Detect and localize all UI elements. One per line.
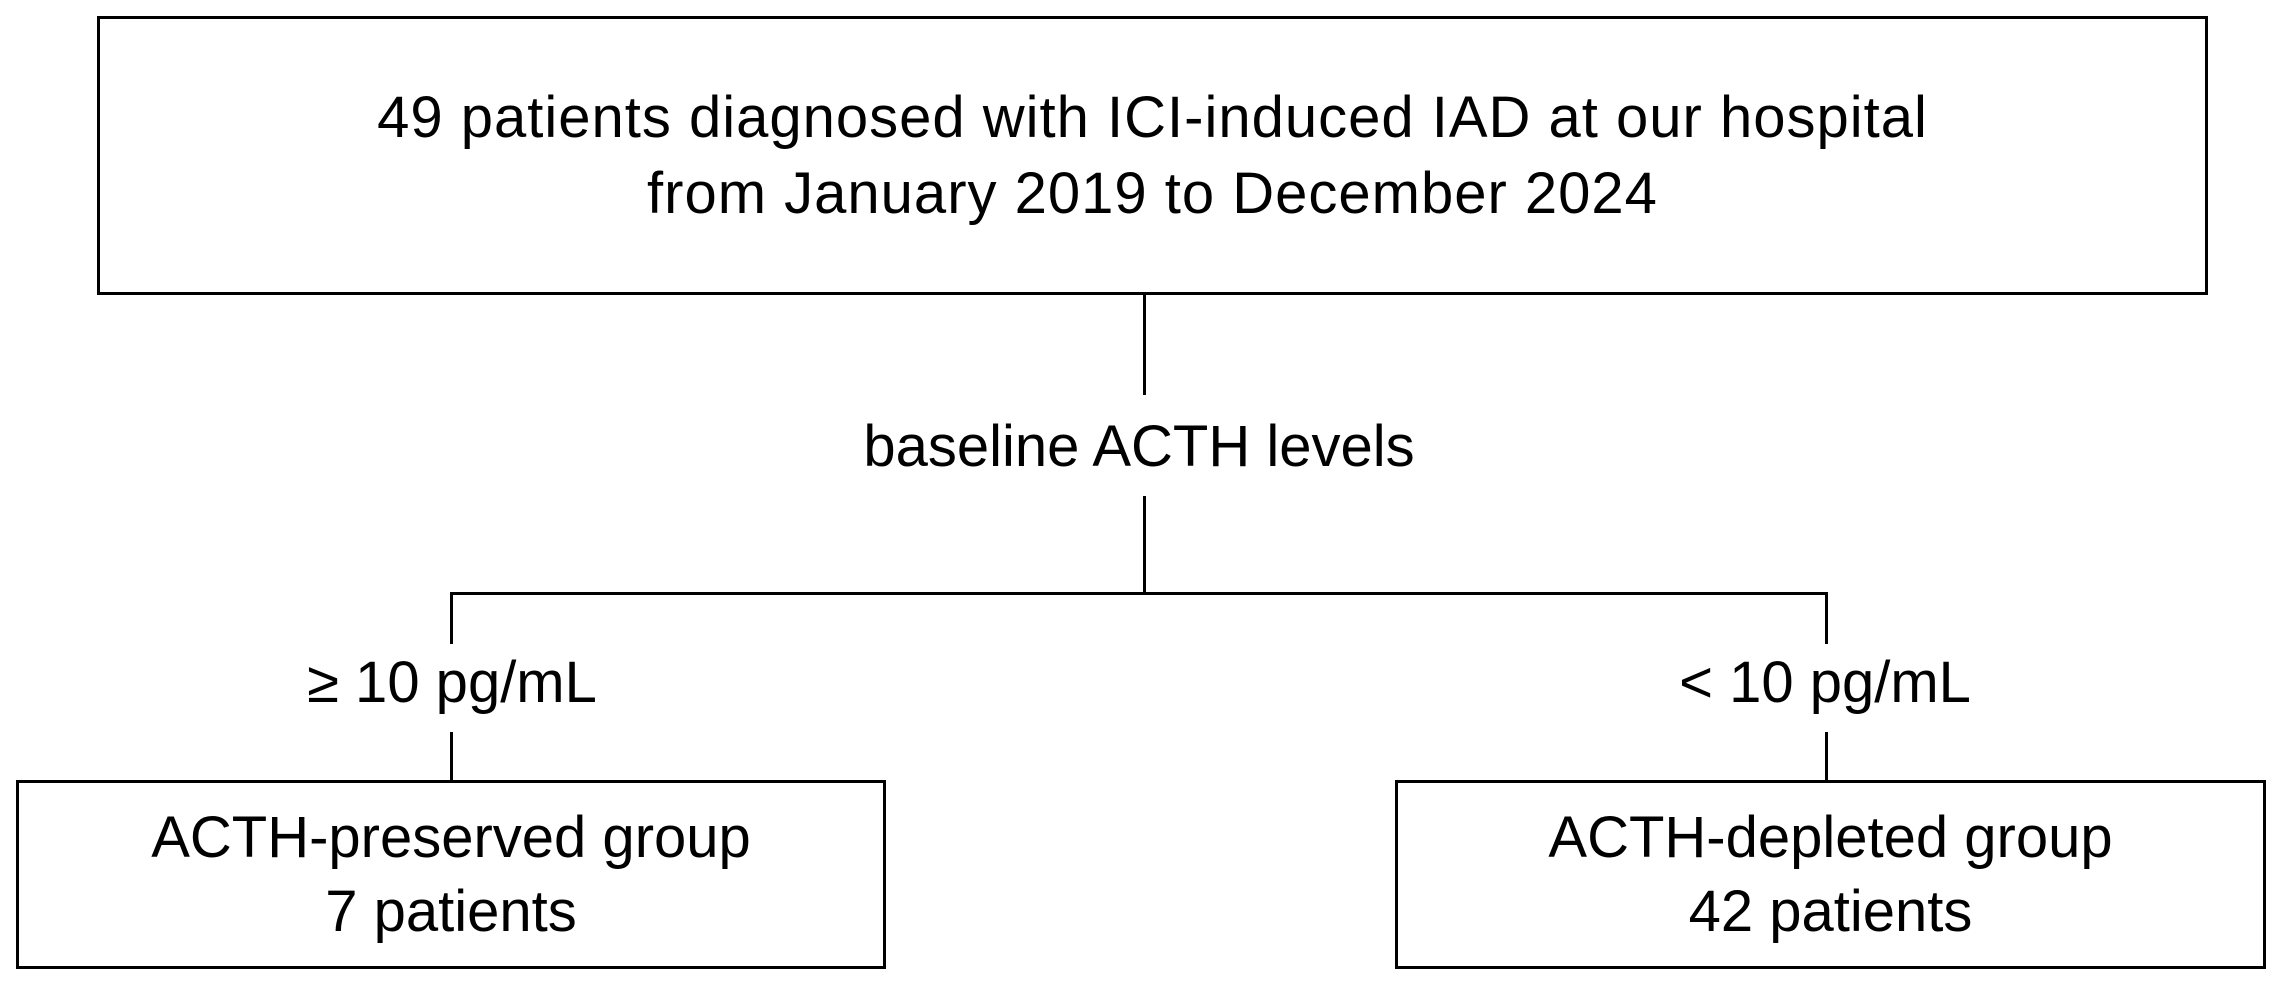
cohort-box: 49 patients diagnosed with ICI-induced I… — [97, 16, 2208, 295]
group-count: 7 patients — [325, 878, 577, 944]
group-name: ACTH-preserved group — [151, 804, 751, 870]
group-count: 42 patients — [1688, 878, 1973, 944]
connector-left-to-box — [450, 732, 453, 780]
connector-right-to-box — [1825, 732, 1828, 780]
connector-top-vertical — [1143, 295, 1146, 395]
criterion-label-right: < 10 pg/mL — [1679, 650, 1971, 715]
connector-horizontal — [450, 592, 1828, 595]
split-label: baseline ACTH levels — [863, 414, 1415, 479]
connector-right-drop — [1825, 592, 1828, 644]
acth-preserved-box: ACTH-preserved group 7 patients — [16, 780, 886, 969]
acth-depleted-box: ACTH-depleted group 42 patients — [1395, 780, 2266, 969]
group-name: ACTH-depleted group — [1548, 804, 2113, 870]
cohort-line-2: from January 2019 to December 2024 — [647, 160, 1658, 226]
cohort-line-1: 49 patients diagnosed with ICI-induced I… — [377, 85, 1928, 151]
criterion-label-left: ≥ 10 pg/mL — [307, 650, 597, 715]
connector-mid-vertical — [1143, 496, 1146, 595]
connector-left-drop — [450, 592, 453, 644]
